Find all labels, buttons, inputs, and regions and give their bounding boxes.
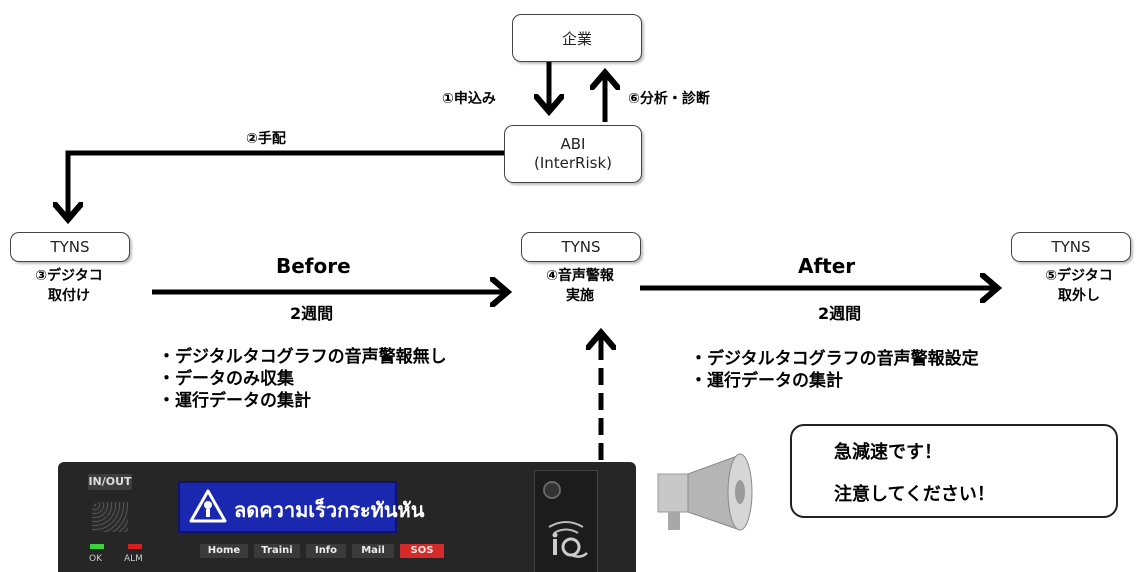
step1-label: ①申込み: [442, 91, 496, 107]
abi-sublabel: (InterRisk): [533, 154, 612, 172]
tachograph-device: IN/OUT OK ALM ลดความเร็วกระทันหัน Home T…: [58, 462, 636, 572]
step5-line1: ⑤デジタコ: [1045, 268, 1113, 284]
alm-led: [128, 544, 142, 549]
step5-line2: 取外し: [1058, 288, 1100, 304]
after-note: ・デジタルタコグラフの音声警報設定: [690, 349, 979, 369]
alert-line1: 急減速です！: [834, 442, 942, 463]
step2-label: ②手配: [246, 131, 286, 147]
before-notes: ・デジタルタコグラフの音声警報無し ・データのみ収集 ・運行データの集計: [158, 346, 447, 412]
step3-label: ③デジタコ 取付け: [10, 266, 128, 306]
step6-label: ⑥分析・診断: [628, 91, 710, 107]
before-title: Before: [276, 254, 351, 278]
in-out-button[interactable]: IN/OUT: [88, 474, 132, 490]
device-side-panel: [534, 470, 598, 572]
step3-line1: ③デジタコ: [35, 268, 103, 284]
before-note: ・データのみ収集: [158, 369, 294, 389]
tab-training[interactable]: Traini: [254, 544, 300, 558]
step4-label: ④音声警報 実施: [521, 266, 639, 306]
step4-line2: 実施: [566, 288, 594, 304]
step3-line2: 取付け: [48, 288, 90, 304]
tyns-left-label: TYNS: [50, 238, 90, 256]
tab-info[interactable]: Info: [306, 544, 346, 558]
tab-mail[interactable]: Mail: [352, 544, 394, 558]
tyns-right-box: TYNS: [1011, 232, 1131, 262]
before-note: ・デジタルタコグラフの音声警報無し: [158, 347, 447, 367]
screen-message: ลดความเร็วกระทันหัน: [234, 498, 425, 522]
step5-label: ⑤デジタコ 取外し: [1020, 266, 1138, 306]
logo-icon: [548, 521, 588, 558]
before-note: ・運行データの集計: [158, 391, 311, 411]
tyns-left-box: TYNS: [10, 232, 130, 262]
device-screen: ลดความเร็วกระทันหัน: [178, 481, 424, 533]
tyns-right-label: TYNS: [1051, 238, 1091, 256]
abi-box: ABI (InterRisk): [504, 125, 642, 183]
warning-icon: [189, 489, 227, 523]
company-box: 企業: [512, 14, 642, 62]
speaker-grille: [92, 502, 128, 532]
ok-led-label: OK: [89, 554, 102, 564]
after-note: ・運行データの集計: [690, 371, 843, 391]
ok-led: [90, 544, 104, 549]
tab-home[interactable]: Home: [200, 544, 248, 558]
tab-sos[interactable]: SOS: [400, 544, 444, 558]
alert-speech-bubble: 急減速です！ 注意してください！: [790, 424, 1118, 518]
arrow-arrange: [68, 150, 504, 218]
after-title: After: [798, 254, 856, 278]
after-duration: 2週間: [818, 304, 862, 323]
before-duration: 2週間: [290, 304, 334, 323]
tyns-mid-label: TYNS: [561, 238, 601, 256]
megaphone-icon: [657, 453, 753, 531]
after-notes: ・デジタルタコグラフの音声警報設定 ・運行データの集計: [690, 348, 979, 392]
abi-label: ABI: [560, 135, 586, 153]
alert-line2: 注意してください！: [834, 484, 995, 505]
tyns-mid-box: TYNS: [521, 232, 641, 262]
alm-led-label: ALM: [124, 554, 143, 564]
step4-line1: ④音声警報: [546, 268, 614, 284]
camera-lens-icon: [543, 481, 561, 499]
company-label: 企業: [561, 29, 592, 48]
